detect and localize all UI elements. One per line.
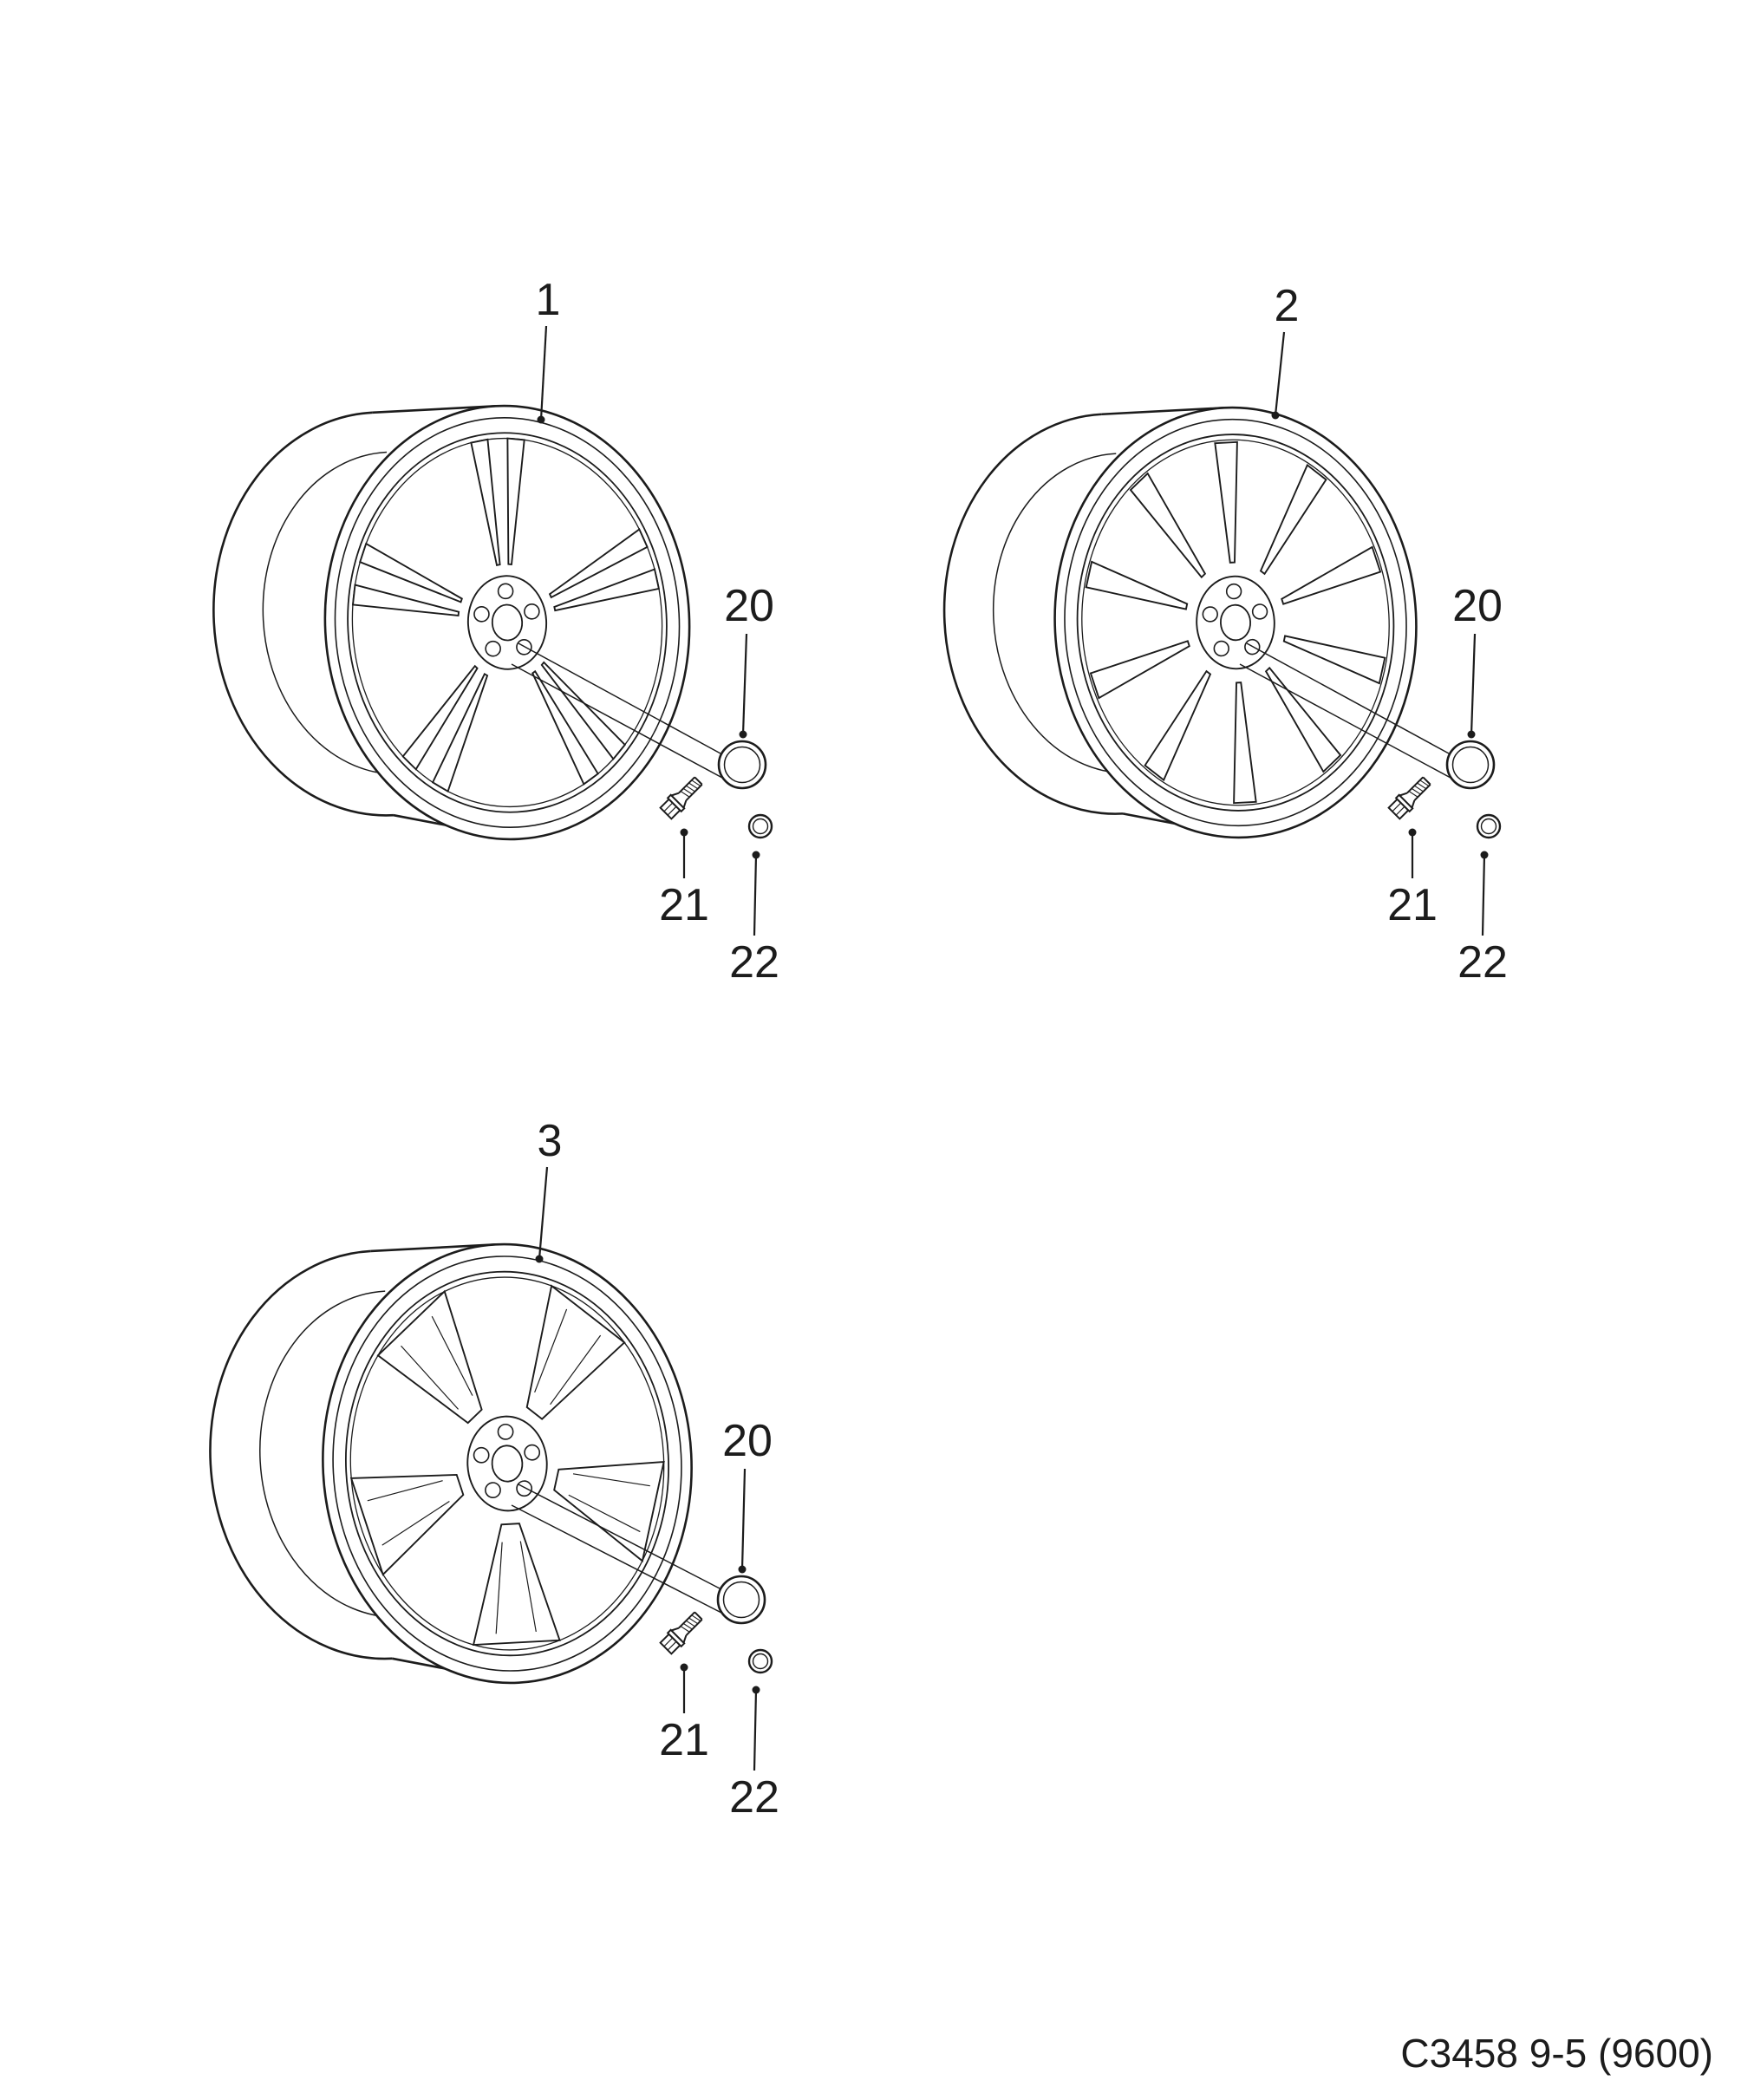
bolt-leader-line-3 <box>680 1663 688 1713</box>
callout-bolt-assembly-2: 21 <box>1387 880 1438 930</box>
wheel-bolt-illustration-2 <box>1387 776 1431 820</box>
figure-code: C3458 9-5 (9600) <box>1400 2031 1713 2076</box>
wheel-bolt-illustration-1 <box>659 776 703 820</box>
nut-leader-line-3 <box>752 1686 760 1771</box>
callout-nut-assembly-2: 22 <box>1457 937 1508 988</box>
cap-leader-line-3 <box>738 1468 747 1574</box>
bolt-leader-line-1 <box>680 828 688 878</box>
wheel-2-illustration <box>942 406 1418 839</box>
callout-cap-assembly-2: 20 <box>1452 581 1503 631</box>
bolt-leader-line-2 <box>1408 828 1417 878</box>
callout-cap-assembly-3: 20 <box>722 1416 773 1466</box>
callout-wheel-3: 3 <box>538 1116 563 1166</box>
callout-bolt-assembly-3: 21 <box>659 1715 709 1765</box>
cap-leader-line-2 <box>1467 633 1477 739</box>
wheel-1-leader-line <box>537 325 548 424</box>
hub-cap-illustration-3 <box>716 1575 766 1625</box>
wheel-1-illustration <box>212 404 691 841</box>
callout-wheel-1: 1 <box>536 275 561 325</box>
cap-nut-illustration-3 <box>747 1648 773 1674</box>
diagram-labels: 1 2 3 20 21 22 20 21 22 20 21 22 <box>536 275 1508 1823</box>
callout-wheel-2: 2 <box>1275 281 1300 331</box>
wheel-3-leader-line <box>535 1166 549 1263</box>
callout-nut-assembly-1: 22 <box>729 937 779 988</box>
callout-cap-assembly-1: 20 <box>724 581 774 631</box>
cap-pointer-lines-3 <box>511 1484 722 1614</box>
cap-nut-illustration-1 <box>747 813 773 839</box>
hub-cap-illustration-1 <box>717 740 767 790</box>
cap-pointer-lines-2 <box>1239 642 1451 779</box>
hub-cap-illustration-2 <box>1445 740 1496 790</box>
wheel-2-leader-line <box>1271 331 1286 420</box>
nut-leader-line-1 <box>752 851 760 936</box>
callout-bolt-assembly-1: 21 <box>659 880 709 930</box>
cap-leader-line-1 <box>739 633 748 739</box>
wheel-3-illustration <box>209 1242 693 1685</box>
callout-nut-assembly-3: 22 <box>729 1772 779 1823</box>
cap-pointer-lines-1 <box>511 642 723 779</box>
diagram-artwork <box>209 325 1502 1771</box>
wheel-bolt-illustration-3 <box>659 1611 703 1655</box>
nut-leader-line-2 <box>1480 851 1489 936</box>
cap-nut-illustration-2 <box>1476 813 1502 839</box>
